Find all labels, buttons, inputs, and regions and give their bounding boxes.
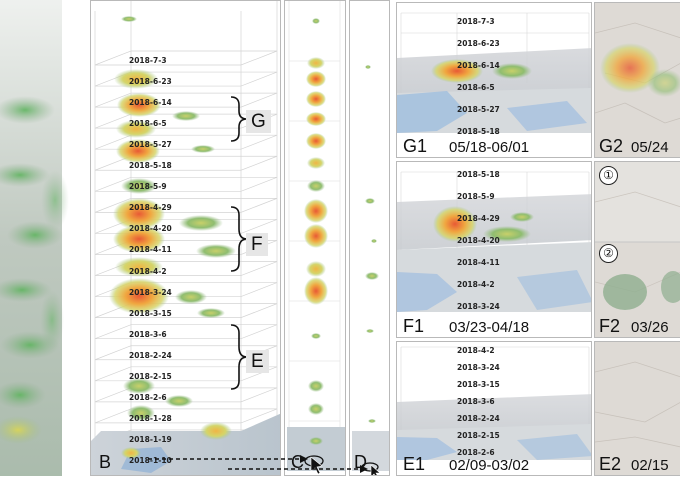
panel-b-hotspots [109,16,236,459]
panel-b-date-label: 2018-1-19 [129,434,172,444]
brace-label-f: F [246,233,268,256]
panel-e2-label: E2 [599,454,622,474]
panel-c-stack [287,1,345,475]
g1-date-label: 2018-5-27 [457,105,500,114]
panel-c: C [284,0,346,476]
f1-date-label: 2018-4-20 [457,236,500,245]
e1-date-label: 2018-3-15 [457,380,500,389]
e1-date-label: 2018-2-24 [457,414,500,423]
panel-f1: 2018-5-18 2018-5-9 2018-4-29 2018-4-20 2018-… [396,161,592,338]
e1-date-label: 2018-2-15 [457,431,500,440]
e1-date-label: 2018-2-6 [457,448,495,457]
panel-b-date-label: 2018-6-14 [129,98,172,108]
f1-date-label: 2018-4-11 [457,258,500,267]
panel-e2-map [595,342,680,475]
g1-date-label: 2018-6-23 [457,39,500,48]
panel-d-stack [352,65,389,475]
panel-c-hotspots [304,18,328,445]
e1-date-label: 2018-3-24 [457,363,500,372]
panel-b-date-label: 2018-7-3 [129,56,167,65]
panel-a-blobs [0,96,69,444]
panel-f1-label: F1 [403,316,425,336]
panel-b-date-label: 2018-4-29 [129,203,172,213]
panel-b-date-label: 2018-3-15 [129,308,172,318]
panel-b-grid-layer [94,408,278,424]
panel-b-date-label: 2018-4-20 [129,224,172,234]
panel-a-volume [0,0,69,476]
g1-date-label: 2018-6-5 [457,83,495,92]
f1-date-label: 2018-3-24 [457,302,500,311]
f1-date-label: 2018-5-18 [457,170,500,179]
f1-date-label: 2018-4-2 [457,280,495,289]
panel-b-date-label: 2018-6-5 [129,119,167,129]
panel-b-date-label: 2018-2-15 [129,371,172,381]
brace-g [230,96,248,142]
panel-e1-view [397,346,591,460]
panel-b-base-map [91,413,280,475]
panel-e2: E2 02/15 [594,341,680,476]
panel-b-date-label: 2018-1-28 [129,413,172,423]
panel-e1-range: 02/09-03/02 [449,457,530,474]
marker-one: ① [599,166,618,185]
panel-g2-map [595,3,680,157]
panel-f1-range: 03/23-04/18 [449,319,530,336]
panel-e2-range: 02/15 [631,457,669,474]
panel-b-date-label: 2018-3-6 [129,329,167,339]
panel-b-date-label: 2018-4-11 [129,245,172,255]
panel-b-date-label: 2018-2-6 [129,392,167,402]
e1-date-label: 2018-3-6 [457,397,495,406]
f1-date-label: 2018-5-9 [457,192,495,201]
panel-d-hotspots [365,65,379,423]
panel-e1: 2018-4-2 2018-3-24 2018-3-15 2018-3-6 2018-2… [396,341,592,476]
panel-f2: ① ② F2 03/26 [594,161,680,338]
panel-b-date-label: 2018-1-10 [129,456,172,465]
panel-g2-label: G2 [599,136,624,156]
panel-b-date-label: 2018-5-18 [129,161,172,171]
panel-b-date-label: 2018-3-24 [129,287,172,297]
f1-date-label: 2018-4-29 [457,214,500,223]
brace-label-g: G [246,110,271,133]
panel-f2-range: 03/26 [631,319,669,336]
panel-g2: G2 05/24 [594,2,680,158]
panel-d: D [349,0,390,476]
panel-b-date-label: 2018-4-2 [129,266,167,276]
panel-b-date-label: 2018-5-9 [129,182,167,192]
g1-date-label: 2018-6-14 [457,61,500,70]
panel-g1: 2018-7-3 2018-6-23 2018-6-14 2018-6-5 2018-5… [396,2,592,158]
marker-two: ② [599,244,618,263]
panel-f2-label: F2 [599,316,621,336]
panel-g1-range: 05/18-06/01 [449,139,530,156]
panel-g1-label: G1 [403,136,428,156]
panel-b-label: B [99,452,112,472]
panel-b-grid-layer [94,324,278,340]
panel-b-date-label: 2018-2-24 [129,350,172,360]
panel-b-date-label: 2018-5-27 [129,140,172,150]
cursor-c-icon [310,456,323,475]
panel-e1-label: E1 [403,454,426,474]
panel-f2-map [595,162,680,337]
panel-c-label: C [291,452,304,472]
e1-date-label: 2018-4-2 [457,346,495,355]
panel-b-date-label: 2018-6-23 [129,77,172,87]
panel-a [0,0,90,476]
panel-d-label: D [354,452,367,472]
panel-g2-range: 05/24 [631,139,669,156]
brace-label-e: E [246,350,269,373]
panel-b: 2018-7-3 2018-6-23 2018-6-14 2018-6-5 2018-5… [90,0,281,476]
g1-date-label: 2018-5-18 [457,127,500,136]
g1-date-label: 2018-7-3 [457,17,495,26]
panel-b-grid-layer [94,50,278,66]
panel-b-stack [91,1,280,475]
panel-g1-view [397,12,591,133]
cursor-d-icon [370,464,381,475]
panel-f1-view [397,171,591,312]
